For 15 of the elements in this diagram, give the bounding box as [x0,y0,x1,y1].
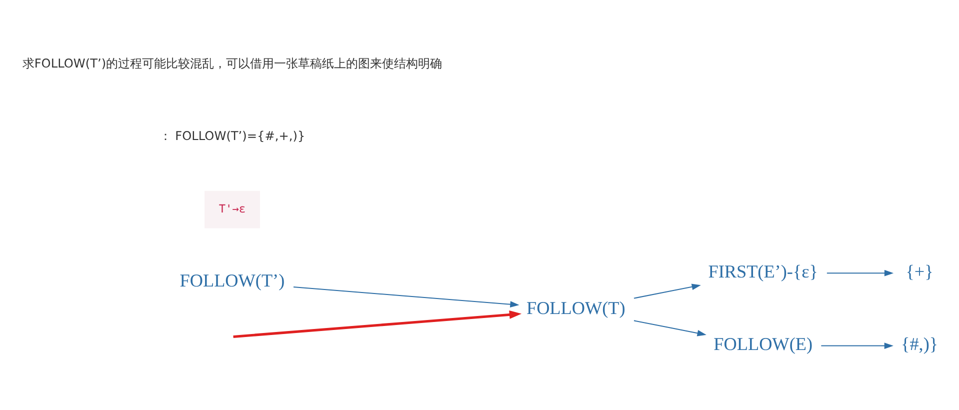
node-text: FOLLOW(T) [526,298,626,318]
arrow [233,310,522,338]
arrow [634,284,701,299]
label: 求FOLLOW(T’)的过程可能比较混乱，可以借用一张草稿纸上的图来使结构明确 [22,56,442,70]
label: ： FOLLOW(T’)={#,+,)} [159,129,306,143]
node-text: {+} [906,262,934,282]
arrow [634,320,706,336]
arrow [826,270,894,276]
arrow [294,286,520,308]
node-text: FOLLOW(E) [714,334,813,354]
label: T'→ε [218,202,246,216]
arrow [821,342,894,349]
node-text: FIRST(E’)-{ε} [708,262,818,282]
node-text: FOLLOW(T’) [180,270,285,291]
node-text: {#,)} [901,334,938,354]
